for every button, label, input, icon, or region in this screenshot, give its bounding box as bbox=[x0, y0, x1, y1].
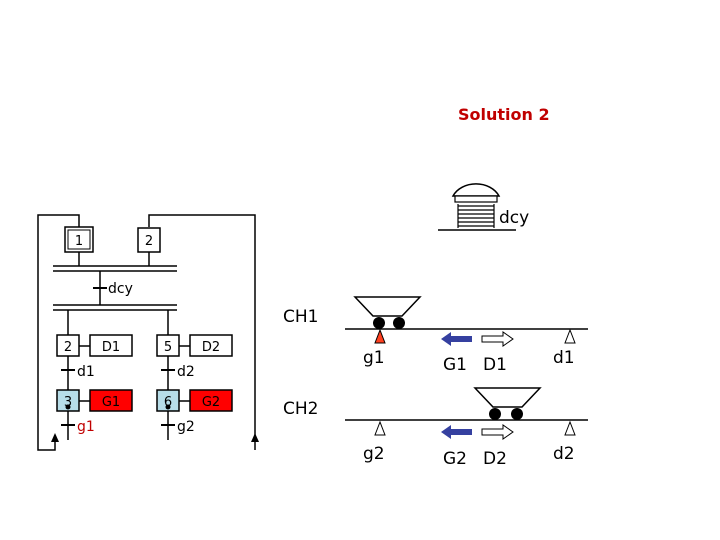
loop-left-arrow bbox=[51, 433, 59, 442]
sensor-d1-marker bbox=[564, 328, 576, 344]
transition-d2-label: d2 bbox=[177, 364, 195, 380]
action-g1-box bbox=[89, 389, 133, 412]
wagon-ch1 bbox=[353, 296, 422, 329]
loop-right bbox=[148, 214, 256, 450]
step-1-outer bbox=[64, 226, 94, 253]
step-6-box bbox=[156, 389, 180, 412]
arrow-right-d1 bbox=[481, 331, 514, 347]
sensor-g1-label: g1 bbox=[363, 348, 385, 368]
step-6-label: 6 bbox=[164, 395, 172, 410]
step-6-token bbox=[165, 404, 171, 410]
sensor-g2-label: g2 bbox=[363, 444, 385, 464]
step-1-box bbox=[67, 229, 91, 250]
arrow-left-g2 bbox=[441, 425, 472, 439]
motion-d1-label: D1 bbox=[483, 355, 507, 375]
dcy-button-label: dcy bbox=[499, 208, 529, 228]
step-3-label: 3 bbox=[64, 395, 72, 410]
step-3-box bbox=[56, 389, 80, 412]
sensor-d1-label: d1 bbox=[553, 348, 575, 368]
loop-right-arrow bbox=[251, 433, 259, 442]
channel-ch2-label: CH2 bbox=[283, 399, 318, 419]
diagram-title: Solution 2 bbox=[458, 105, 550, 124]
action-d1-label: D1 bbox=[102, 340, 120, 355]
action-d2-box bbox=[189, 334, 233, 357]
wagon-ch2 bbox=[473, 387, 542, 420]
transition-d1-label: d1 bbox=[77, 364, 95, 380]
step-5-label: 5 bbox=[164, 340, 172, 355]
transition-dcy-label: dcy bbox=[108, 281, 133, 297]
action-g2-label: G2 bbox=[202, 395, 220, 410]
step-2-branch-label: 2 bbox=[64, 340, 72, 355]
arrow-left-g1 bbox=[441, 332, 472, 346]
transition-g2-label: g2 bbox=[177, 419, 195, 435]
step-2-branch-box bbox=[56, 334, 80, 357]
motion-g2-label: G2 bbox=[443, 449, 467, 469]
loop-left bbox=[37, 214, 80, 451]
transition-g1-label: g1 bbox=[77, 419, 95, 435]
channel-ch1-label: CH1 bbox=[283, 307, 318, 327]
sensor-d2-label: d2 bbox=[553, 444, 575, 464]
motion-d2-label: D2 bbox=[483, 449, 507, 469]
action-g2-box bbox=[189, 389, 233, 412]
action-d2-label: D2 bbox=[202, 340, 220, 355]
action-g1-label: G1 bbox=[102, 395, 120, 410]
motion-g1-label: G1 bbox=[443, 355, 467, 375]
step-2-label: 2 bbox=[145, 234, 153, 249]
sensor-g1-marker bbox=[374, 328, 386, 344]
step-5-box bbox=[156, 334, 180, 357]
step-1-label: 1 bbox=[75, 234, 83, 249]
sensor-g2-marker bbox=[374, 420, 386, 436]
sensor-d2-marker bbox=[564, 420, 576, 436]
arrow-right-d2 bbox=[481, 424, 514, 440]
step-2-box bbox=[137, 227, 161, 253]
step-3-token bbox=[65, 404, 71, 410]
action-d1-box bbox=[89, 334, 133, 357]
dcy-push-button bbox=[438, 183, 516, 231]
